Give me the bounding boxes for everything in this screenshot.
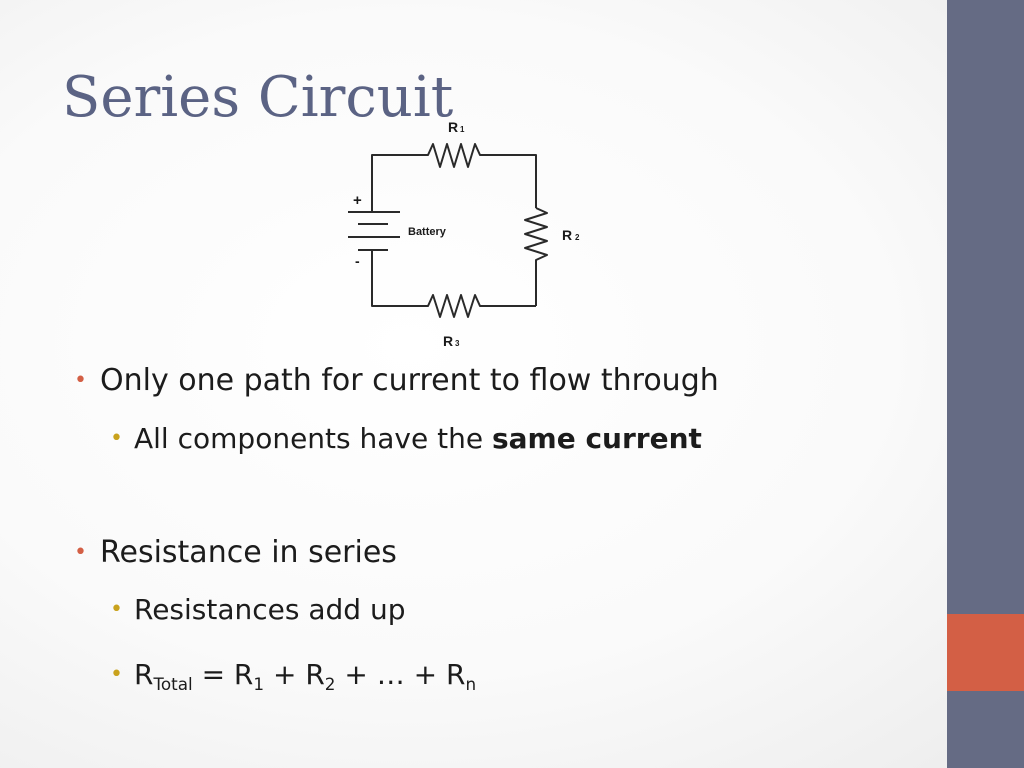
- bullet-add-up: • Resistances add up: [110, 590, 406, 630]
- formula-sub-n: n: [465, 673, 477, 694]
- bullet-marker: •: [110, 426, 123, 451]
- top-wire-resistor-r1: [371, 143, 537, 212]
- bottom-wire-resistor-r3: [371, 250, 536, 318]
- r1-label: R: [448, 119, 458, 135]
- bullet-text: Only one path for current to flow throug…: [100, 363, 719, 398]
- bullet-one-path: • Only one path for current to flow thro…: [74, 361, 719, 401]
- bullet-marker: •: [74, 368, 87, 393]
- bullet-text: All components have the: [134, 422, 492, 455]
- minus-sign: -: [355, 253, 360, 269]
- r3-sub: 3: [455, 339, 460, 348]
- bullet-text: Resistances add up: [134, 593, 406, 626]
- formula-sub-1: 1: [253, 673, 265, 694]
- battery-symbol: [348, 211, 400, 251]
- battery-label: Battery: [408, 226, 447, 238]
- bullet-bold-text: same current: [491, 422, 702, 455]
- formula-sub-total: Total: [153, 673, 193, 694]
- formula-plus: + R: [264, 658, 325, 691]
- slide-title: Series Circuit: [62, 65, 454, 130]
- bullet-list: • Only one path for current to flow thro…: [74, 361, 719, 695]
- formula-rest: + … + R: [335, 658, 466, 691]
- bullet-same-current: • All components have the same current: [110, 419, 702, 459]
- side-accent-block: [947, 614, 1024, 691]
- bullet-text: Resistance in series: [100, 535, 397, 570]
- right-wire-resistor-r2: [524, 207, 548, 306]
- r1-sub: 1: [460, 125, 465, 134]
- r2-label: R: [562, 227, 572, 243]
- formula-r: R: [134, 658, 154, 691]
- series-circuit-diagram: R 1 R 2 R 3 Battery + -: [348, 119, 580, 349]
- r3-label: R: [443, 333, 453, 349]
- r2-sub: 2: [575, 233, 580, 242]
- bullet-marker: •: [110, 662, 123, 687]
- bullet-marker: •: [74, 540, 87, 565]
- bullet-resistance-series: • Resistance in series: [74, 533, 397, 573]
- formula-eq: = R: [192, 658, 254, 691]
- formula-sub-2: 2: [324, 673, 336, 694]
- bullet-marker: •: [110, 597, 123, 622]
- plus-sign: +: [353, 192, 362, 209]
- formula: RTotal = R1 + R2 + … + Rn: [134, 658, 477, 694]
- bullet-total-formula: • RTotal = R1 + R2 + … + Rn: [110, 655, 477, 695]
